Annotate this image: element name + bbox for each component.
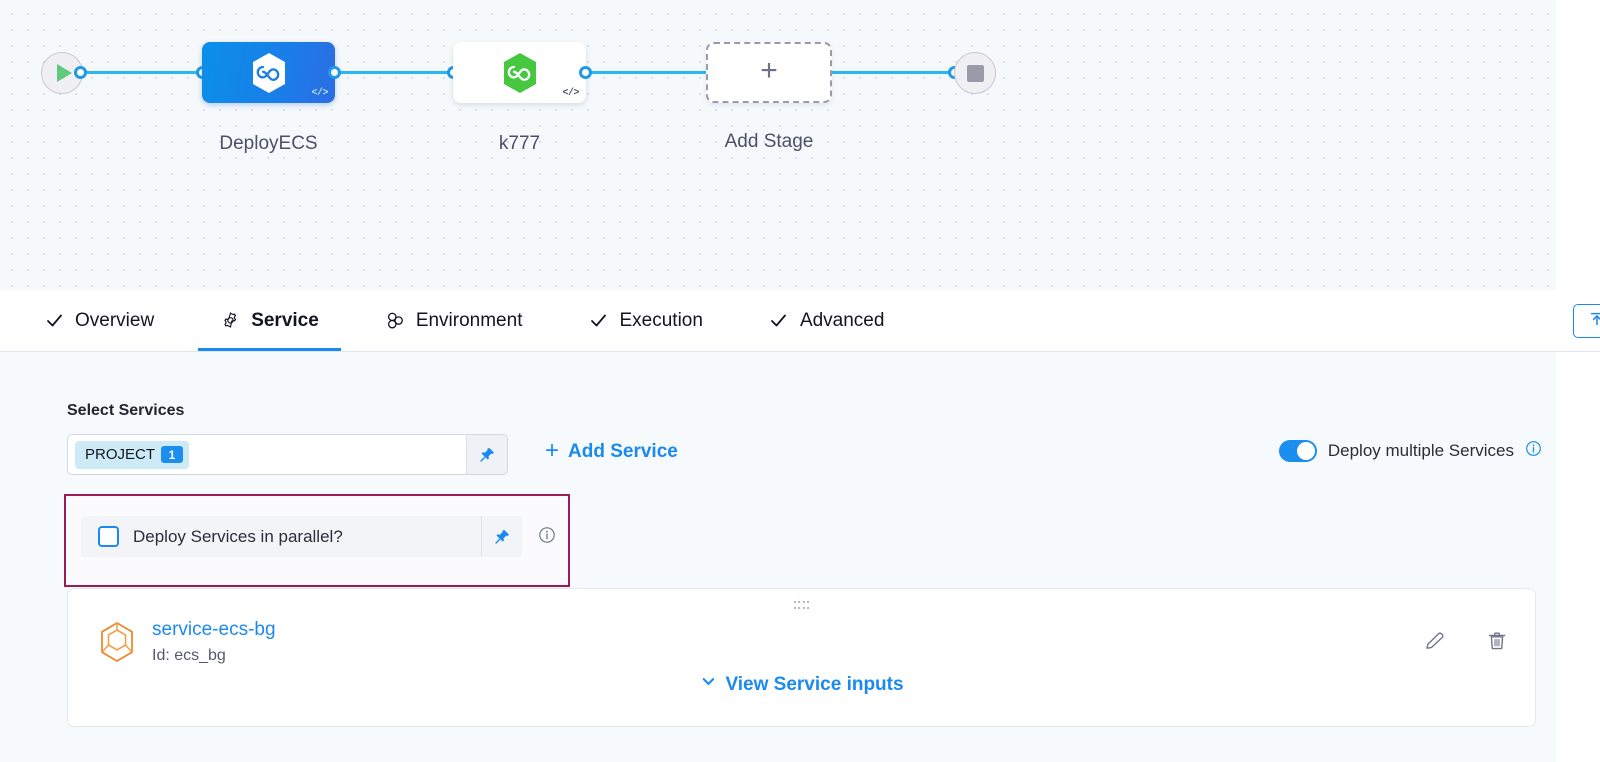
tab-label: Execution [619,309,703,331]
stage-code-badge[interactable]: </> [311,88,328,99]
pin-services-button[interactable] [466,435,507,474]
panel-right-gutter [1556,352,1600,762]
stage-tab-bar: Overview Service Environment [0,290,1600,352]
gear-icon [220,311,240,331]
stage-code-badge[interactable]: </> [562,88,579,99]
selected-scope-chip[interactable]: PROJECT 1 [75,440,190,469]
service-card[interactable]: service-ecs-bg Id: ecs_bg View Service i… [67,588,1536,727]
deploy-multiple-services-toggle[interactable] [1278,440,1317,462]
wire-stage2-to-addstage [580,71,710,74]
play-icon [56,64,72,82]
pin-parallel-button[interactable] [481,516,522,557]
plus-icon: + [545,437,560,464]
select-services-label: Select Services [67,402,185,419]
port-stage2-out[interactable] [579,66,592,79]
wire-addstage-to-end [828,71,964,74]
deploy-parallel-checkbox[interactable] [98,526,119,547]
plus-icon: + [760,54,778,87]
parallel-info-icon[interactable] [538,526,556,549]
service-card-actions [1423,629,1509,653]
deploy-parallel-highlight: Deploy Services in parallel? [64,494,570,587]
service-hexagon-icon [98,621,136,668]
tab-environment[interactable]: Environment [363,290,545,351]
stage-label-deployecs: DeployECS [219,133,318,154]
chevron-down-icon [699,673,716,696]
tab-execution[interactable]: Execution [566,290,724,351]
view-service-inputs-label: View Service inputs [725,673,904,695]
delete-service-button[interactable] [1485,629,1509,653]
deploy-parallel-row[interactable]: Deploy Services in parallel? [81,516,522,557]
select-services-input[interactable]: PROJECT 1 [67,434,508,475]
edit-service-button[interactable] [1423,629,1447,653]
add-service-button[interactable]: + Add Service [545,437,678,464]
chip-label: PROJECT [85,446,156,463]
tab-overview[interactable]: Overview [22,290,176,351]
canvas-right-gutter [1556,0,1600,290]
service-name-link[interactable]: service-ecs-bg [152,619,276,640]
deploy-parallel-label: Deploy Services in parallel? [133,526,343,546]
add-service-label: Add Service [568,441,678,462]
stop-icon [966,64,984,82]
harness-hexagon-icon [252,52,285,93]
cluster-icon [385,311,405,331]
service-id-text: Id: ecs_bg [152,647,226,664]
add-stage-label: Add Stage [724,131,814,152]
pipeline-canvas[interactable]: </> DeployECS </> k777 + Add Stage [0,0,1556,291]
info-icon [539,527,555,543]
pencil-icon [1426,632,1444,649]
deploy-multiple-services-row[interactable]: Deploy multiple Services [1278,440,1542,462]
tab-label: Environment [415,309,523,331]
pipeline-stage-deployecs[interactable]: </> [202,42,335,103]
deploy-multiple-services-label: Deploy multiple Services [1327,441,1514,460]
harness-hexagon-icon [503,52,536,93]
check-icon [588,311,608,331]
stage-label-k777: k777 [498,133,541,154]
check-icon [44,311,64,331]
toggle-knob [1296,442,1315,460]
add-stage-button[interactable]: + [706,42,832,103]
pipeline-end-node[interactable] [954,52,996,94]
tab-advanced[interactable]: Advanced [747,290,907,351]
tab-label: Advanced [799,309,885,331]
port-stage1-out[interactable] [328,66,341,79]
save-as-template-button[interactable]: S [1572,304,1600,338]
info-icon[interactable] [1525,440,1542,462]
tab-label: Service [251,309,319,331]
pipeline-stage-k777[interactable]: </> [453,42,586,103]
chip-count-badge: 1 [161,446,184,463]
tab-service[interactable]: Service [198,290,341,351]
tab-label: Overview [75,309,155,331]
trash-icon [1488,632,1506,650]
view-service-inputs-button[interactable]: View Service inputs [699,673,904,696]
pin-icon [479,448,494,462]
pin-icon [494,530,509,544]
check-icon [769,311,789,331]
drag-dots-icon[interactable] [793,601,810,611]
wire-stage1-to-stage2 [330,71,460,74]
save-upload-icon [1588,310,1600,333]
wire-start-to-stage1 [80,71,210,74]
port-start-out[interactable] [74,66,87,79]
